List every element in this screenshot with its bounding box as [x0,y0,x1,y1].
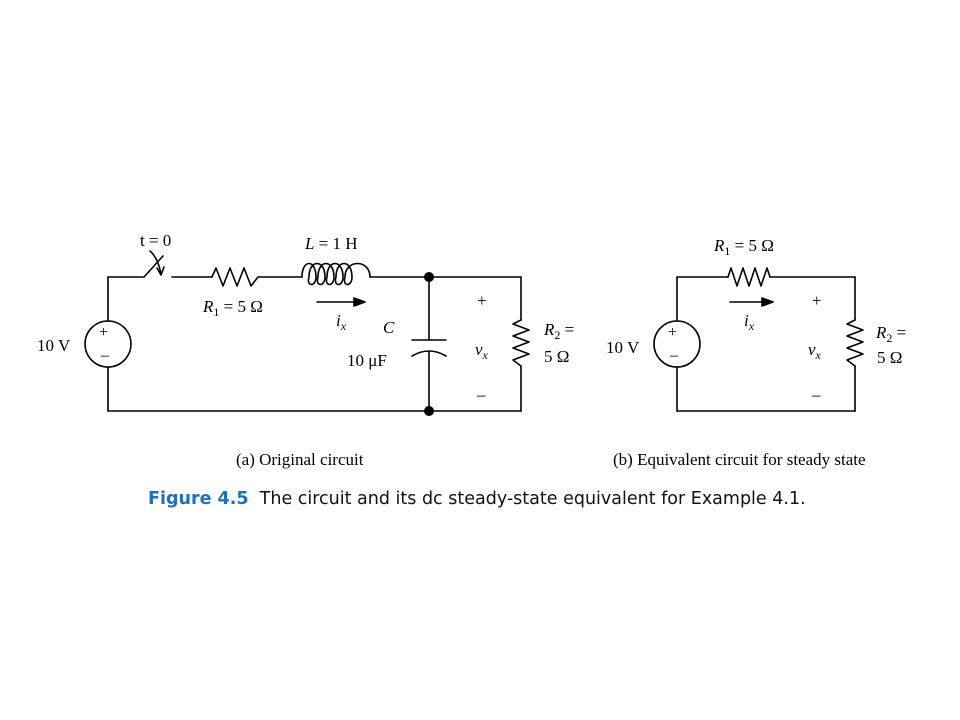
current-a-label: ix [336,311,347,333]
capacitor-symbol-label: C [383,318,395,337]
source-a-symbol [84,320,132,368]
r2-a-label: R2 = [543,320,574,342]
circuit-b-wires [676,276,856,412]
figure-caption-label: Figure 4.5 [148,489,249,509]
switch-a-symbol [143,250,165,278]
vx-b-plus: + [812,291,822,310]
source-b-value: 10 V [606,338,640,357]
figure-caption: Figure 4.5 The circuit and its dc steady… [148,489,806,509]
capacitor-a-symbol [411,339,447,357]
circuit-a-wires [107,276,522,412]
current-arrow-a [316,297,366,307]
r2-a-value: 5 Ω [544,347,569,366]
inductor-a-label: L = 1 H [304,234,358,253]
nodes-a [424,272,434,416]
resistor-r2-b-symbol [846,319,864,367]
source-b-plus: + [668,324,677,341]
resistor-r1-a-symbol [211,267,259,287]
source-a-value: 10 V [37,336,71,355]
vx-a-minus: – [476,385,486,404]
circuit-a-caption: (a) Original circuit [236,450,364,469]
vx-b-label: vx [808,340,822,362]
current-arrow-b [729,297,774,307]
source-a-plus: + [99,324,108,341]
figure-caption-text: The circuit and its dc steady-state equi… [248,489,806,509]
inductor-a-symbol [301,262,371,286]
source-b-minus: – [669,347,679,364]
circuit-b-labels: + – 10 V R1 = 5 Ω ix + vx – R2 = 5 Ω (b)… [606,236,906,469]
source-a-minus: – [100,347,110,364]
r1-b-label: R1 = 5 Ω [713,236,774,258]
r2-b-value: 5 Ω [877,348,902,367]
vx-a-label: vx [475,340,489,362]
source-b-symbol [653,320,701,368]
resistor-r2-a-symbol [512,319,530,367]
vx-b-minus: – [811,385,821,404]
current-b-label: ix [744,311,755,333]
r1-a-label: R1 = 5 Ω [202,297,263,319]
resistor-r1-b-symbol [727,267,771,287]
circuit-a-labels: t = 0 + – 10 V R1 = 5 Ω L = 1 H ix C 10 … [37,231,574,469]
circuit-b-caption: (b) Equivalent circuit for steady state [613,450,866,469]
vx-a-plus: + [477,291,487,310]
capacitor-value-label: 10 μF [347,351,387,370]
r2-b-label: R2 = [875,323,906,345]
switch-label: t = 0 [140,231,171,250]
